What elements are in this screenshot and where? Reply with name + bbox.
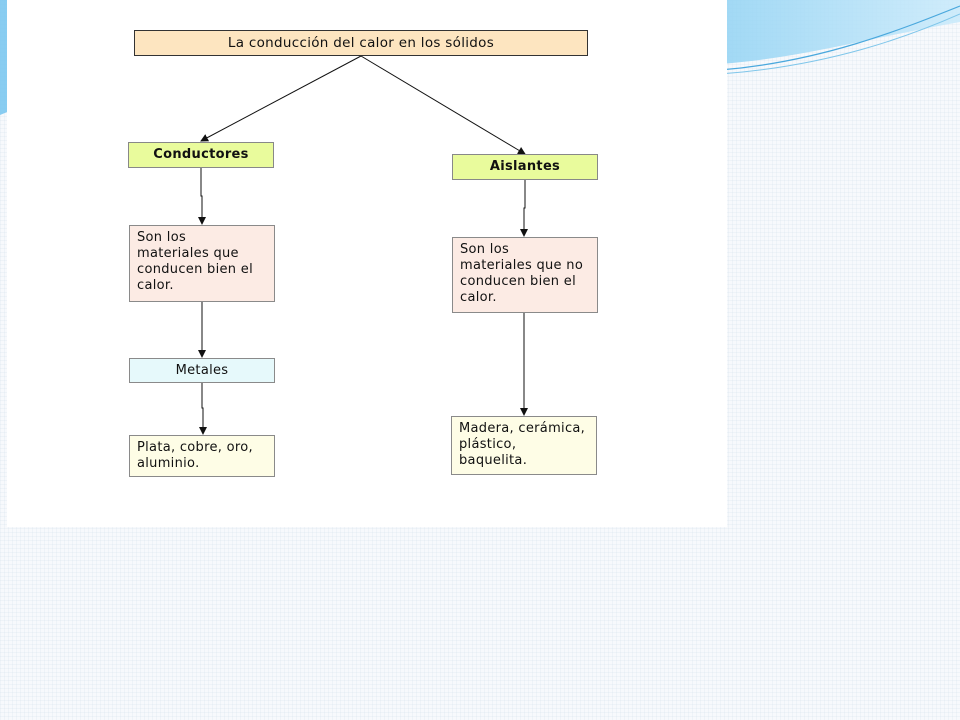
aislantes-description: Son los materiales que no conducen bien … [452,237,598,313]
aislantes-heading: Aislantes [452,154,598,180]
conductores-description: Son los materiales que conducen bien el … [129,225,275,302]
conductores-examples: Plata, cobre, oro, aluminio. [129,435,275,477]
diagram-canvas [7,0,727,527]
conductores-heading: Conductores [128,142,274,168]
aislantes-examples: Madera, cerámica, plástico, baquelita. [451,416,597,475]
metales-category: Metales [129,358,275,383]
diagram-title: La conducción del calor en los sólidos [134,30,588,56]
